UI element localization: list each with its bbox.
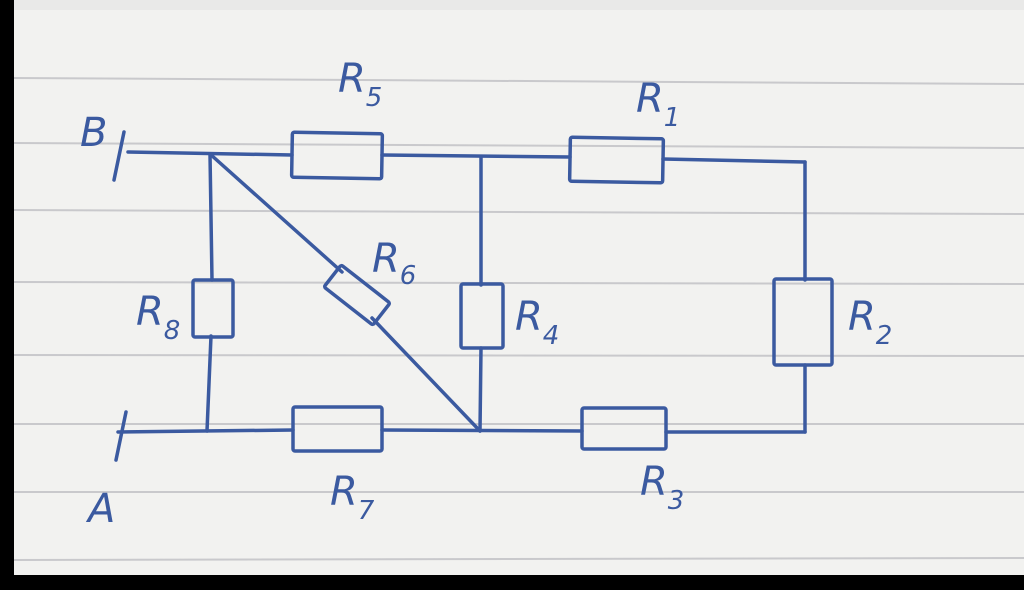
- wires: [112, 130, 807, 462]
- resistor-r2-body: [772, 277, 834, 367]
- resistor-r6-body: [323, 263, 391, 327]
- resistor-r8-body: [191, 278, 235, 339]
- resistor-label-r1: R1: [636, 76, 680, 133]
- resistor-label-r2: R2: [848, 294, 892, 351]
- paper-top-strip: [14, 0, 1024, 10]
- ruled-lines: [13, 77, 1024, 561]
- resistor-label-r4: R4: [515, 294, 559, 351]
- terminal-a-tick: [114, 410, 128, 462]
- resistor-label-r7: R7: [330, 469, 375, 526]
- resistor-label-r8: R8: [136, 289, 180, 346]
- paper-background: [14, 0, 1024, 575]
- resistor-r5-body: [289, 130, 385, 181]
- resistor-r4-body: [459, 282, 505, 350]
- resistor-r7-body: [291, 405, 384, 453]
- terminal-label-a: A: [85, 486, 115, 532]
- resistor-label-r5: R5: [338, 56, 382, 113]
- terminal-b-tick: [112, 130, 126, 182]
- resistor-label-r6: R6: [372, 236, 416, 291]
- terminal-label-b: B: [80, 110, 107, 156]
- resistor-r1-body: [567, 135, 666, 185]
- resistor-r3-body: [580, 406, 668, 451]
- resistor-label-r3: R3: [640, 459, 684, 516]
